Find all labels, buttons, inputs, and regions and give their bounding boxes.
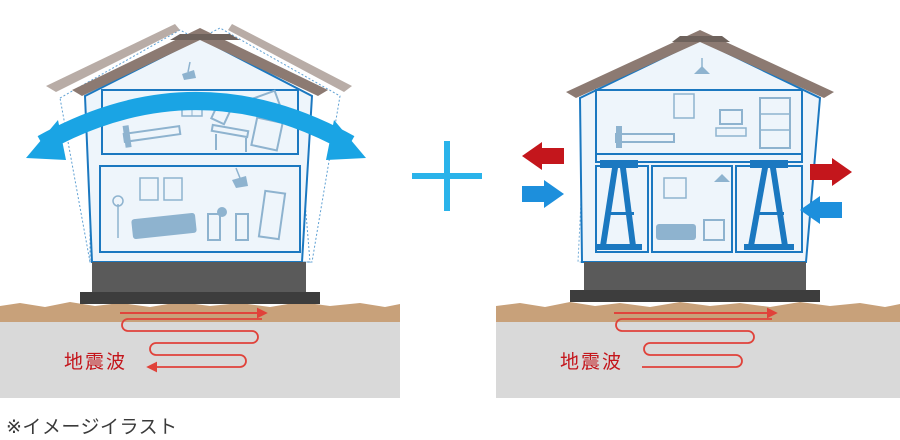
left-panel: 地震波: [0, 24, 400, 398]
tv-icon: [715, 109, 747, 137]
soil-left: [0, 302, 400, 322]
sway-arrow-icon: [26, 92, 366, 160]
foundation-right: [584, 262, 806, 294]
lamp-icon: [232, 167, 248, 188]
roof-ghost-right: [228, 24, 352, 92]
shelf-icon: [759, 97, 791, 149]
force-arrow-blue-left-icon: [522, 180, 564, 208]
soil-right: [496, 302, 900, 322]
lamp-icon: [694, 58, 710, 74]
seismic-wave-label: 地震波: [560, 351, 623, 373]
force-arrow-blue-right-icon: [800, 196, 842, 224]
floor-lamp-icon: [112, 195, 124, 238]
lamp-icon: [714, 174, 730, 182]
lower-floor-left: [99, 165, 301, 253]
window-icon: [139, 177, 183, 201]
lamp-icon: [182, 61, 196, 80]
seismic-wave-label: 地震波: [64, 351, 127, 373]
shelf-icon: [250, 116, 284, 152]
roof-ghost-left: [46, 24, 180, 92]
illustration-caption: ※イメージイラスト: [6, 416, 178, 438]
chair-icon: [703, 219, 725, 241]
lower-room-center: [651, 165, 733, 253]
force-arrow-red-left-icon: [522, 142, 564, 170]
bed-icon: [615, 126, 675, 148]
sofa-icon: [656, 224, 696, 240]
plus-icon: [412, 141, 482, 211]
right-panel: 地震波: [496, 30, 900, 398]
bed-icon: [122, 125, 182, 148]
chair-icon: [207, 207, 249, 241]
window-icon: [663, 177, 687, 199]
fridge-icon: [257, 189, 287, 241]
force-arrow-red-right-icon: [810, 158, 852, 186]
sofa-icon: [131, 213, 197, 239]
window-icon: [673, 93, 695, 119]
damper-frame-left-icon: [596, 160, 642, 250]
damper-frame-right-icon: [744, 160, 794, 250]
table-icon: [210, 123, 250, 152]
